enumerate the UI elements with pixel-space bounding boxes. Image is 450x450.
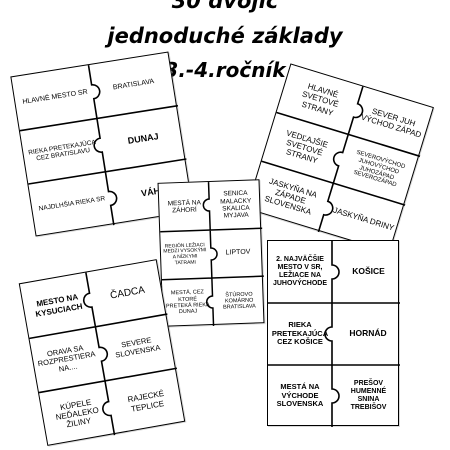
card-5-row-3-answer: PREŠOV HUMENNÉ SNINA TREBIŠOV (350, 379, 387, 412)
card-4-row-2-question: ORAVA SA ROZPRESTIERA NA.... (37, 342, 97, 374)
card-3-row-3-answer: ŠTÚROVO KOMÁRNO BRATISLAVA (222, 291, 256, 311)
puzzle-lines (261, 86, 421, 233)
title-line-3: 3.-4.ročník (164, 58, 286, 82)
puzzle-lines (29, 272, 178, 436)
card-5-row-1-answer: KOŠICE (352, 266, 385, 277)
card-4-row-1-question: MESTO NA KYSUCIACH (34, 292, 84, 319)
card-3-row-1-answer: SENICA MALACKY SKALICA MYJAVA (220, 189, 252, 221)
card-3-row-2-question: REGIÓN LEŽIACI MEDZI VYSOKÝMI A NÍZKYMI … (163, 241, 207, 267)
puzzle-card-1: HLAVNÉ MESTO SR BRATISLAVA RIEKA PRETEKA… (10, 51, 194, 237)
card-5-row-2-question: RIEKA PRETEKAJÚCA CEZ KOŠICE (271, 320, 329, 347)
puzzle-card-3: MESTÁ NA ZÁHORÍ SENICA MALACKY SKALICA M… (157, 179, 265, 327)
title-line-2: jednoduché základy (107, 24, 343, 48)
puzzle-lines (268, 241, 400, 427)
puzzle-card-5: 2. NAJVÄČŠIE MESTO V SR, LEŽIACE NA JUHO… (267, 240, 400, 427)
card-3-row-3-question: MESTÁ, CEZ KTORÉ PRETEKÁ RIEKA DUNAJ (165, 289, 210, 316)
puzzle-lines (160, 182, 264, 326)
card-3-row-2-answer: LIPTOV (225, 248, 251, 257)
card-5-row-3-question: MESTÁ NA VÝCHODE SLOVENSKA (276, 382, 324, 409)
card-3-row-1-question: MESTÁ NA ZÁHORÍ (167, 198, 201, 215)
puzzle-lines (19, 65, 187, 226)
card-4-row-3-question: KÚPELE NEĎALEKO ŽILINY (54, 397, 100, 430)
title-line-1: 30 dvojíc (171, 0, 279, 13)
puzzle-card-2: HLAVNÉ SVETOVÉ STRANY SEVER JUH VÝCHOD Z… (246, 63, 434, 253)
puzzle-card-4: MESTO NA KYSUCIACH ČADCA ORAVA SA ROZPRE… (18, 259, 186, 446)
card-5-row-2-answer: HORNÁD (349, 328, 387, 339)
card-5-row-1-question: 2. NAJVÄČŠIE MESTO V SR, LEŽIACE NA JUHO… (272, 255, 328, 288)
